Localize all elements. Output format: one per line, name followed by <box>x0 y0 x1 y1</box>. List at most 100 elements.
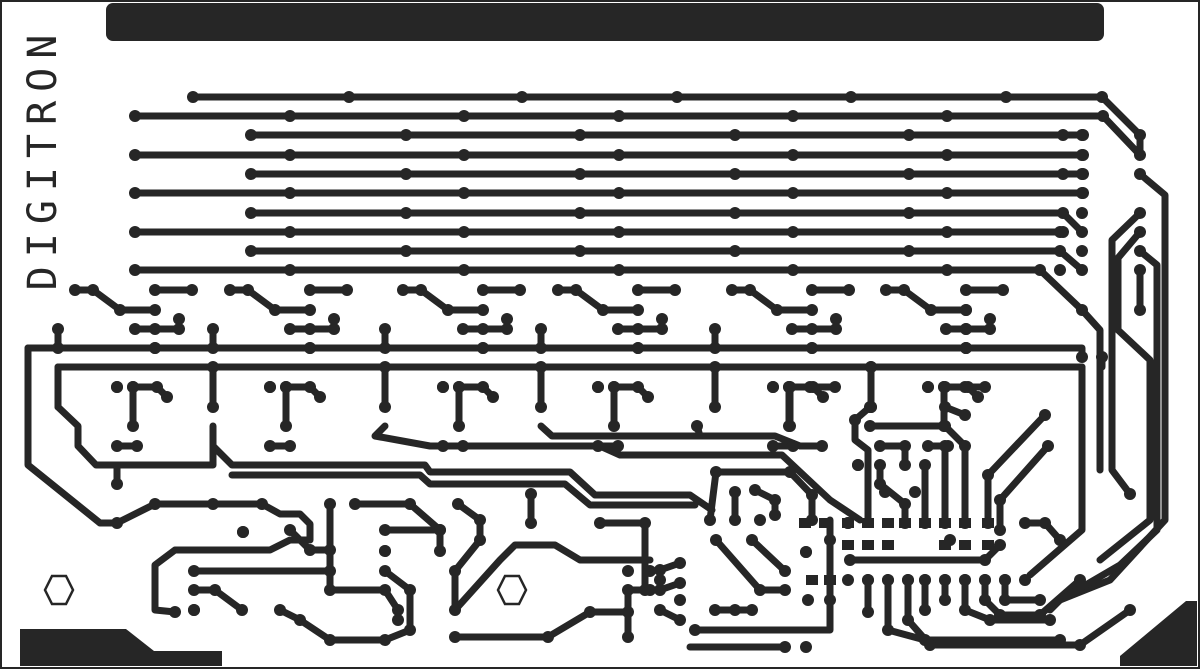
solder-pad <box>328 323 340 335</box>
solder-pad <box>622 606 634 618</box>
solder-pad <box>824 594 836 606</box>
solder-pad <box>879 486 891 498</box>
solder-pad <box>304 342 316 354</box>
solder-pad <box>779 565 791 577</box>
solder-pad <box>726 284 738 296</box>
solder-pad <box>972 391 984 403</box>
solder-pad <box>1076 168 1088 180</box>
solder-pad <box>960 323 972 335</box>
solder-pad <box>864 401 876 413</box>
solder-pad <box>449 631 461 643</box>
solder-pad <box>535 401 547 413</box>
mounting-hole-left <box>43 574 75 606</box>
solder-pad <box>1044 614 1056 626</box>
solder-pad <box>939 574 951 586</box>
board-label: DIGITRON <box>20 25 66 291</box>
solder-pad <box>644 565 656 577</box>
copper-trace <box>961 576 1054 624</box>
solder-pad <box>458 264 470 276</box>
solder-pad <box>535 361 547 373</box>
copper-trace <box>71 286 159 314</box>
solder-pad <box>754 584 766 596</box>
solder-pad <box>245 129 257 141</box>
solder-pad <box>1124 604 1136 616</box>
solder-pad <box>689 624 701 636</box>
copper-trace <box>1078 306 1104 474</box>
solder-pad <box>729 129 741 141</box>
solder-pad <box>304 284 316 296</box>
solder-pad <box>862 574 874 586</box>
solder-pad <box>1034 609 1046 621</box>
solder-pad <box>1054 534 1066 546</box>
solder-pad <box>729 168 741 180</box>
solder-pad <box>709 401 721 413</box>
solder-pad <box>324 498 336 510</box>
copper-trace <box>54 403 217 469</box>
solder-pad <box>1096 91 1108 103</box>
solder-pad <box>800 641 812 653</box>
solder-pad <box>341 284 353 296</box>
solder-pad <box>237 526 249 538</box>
solder-pad <box>173 323 185 335</box>
copper-trace <box>226 286 314 314</box>
solder-pad <box>644 584 656 596</box>
solder-pad <box>608 420 620 432</box>
solder-pad <box>842 517 854 529</box>
copper-trace <box>24 442 159 527</box>
solder-pad <box>209 584 221 596</box>
solder-pad <box>207 401 219 413</box>
copper-trace <box>691 516 834 634</box>
copper-trace <box>1026 363 1086 579</box>
solder-pad <box>729 514 741 526</box>
copper-trace <box>1099 112 1144 159</box>
solder-pad <box>613 187 625 199</box>
solder-pad <box>449 565 461 577</box>
smd-pad <box>982 540 994 550</box>
solder-pad <box>903 245 915 257</box>
solder-pad <box>111 381 123 393</box>
solder-pad <box>642 391 654 403</box>
solder-pad <box>188 565 200 577</box>
solder-pad <box>552 284 564 296</box>
solder-pad <box>1134 264 1146 276</box>
solder-pad <box>880 284 892 296</box>
solder-pad <box>939 401 951 413</box>
solder-pad <box>1134 304 1146 316</box>
solder-pad <box>941 187 953 199</box>
solder-pad <box>903 129 915 141</box>
solder-pad <box>729 207 741 219</box>
solder-pad <box>458 187 470 199</box>
solder-pad <box>612 323 624 335</box>
solder-pad <box>806 284 818 296</box>
solder-pad <box>984 313 996 325</box>
solder-pad <box>925 304 937 316</box>
solder-pad <box>671 91 683 103</box>
solder-pad <box>1124 488 1136 500</box>
solder-pad <box>284 264 296 276</box>
solder-pad <box>994 524 1006 536</box>
solder-pad <box>324 544 336 556</box>
solder-pad <box>729 245 741 257</box>
copper-trace <box>876 461 909 527</box>
solder-pad <box>639 517 651 529</box>
solder-pad <box>830 323 842 335</box>
solder-pad <box>979 574 991 586</box>
solder-pad <box>457 323 469 335</box>
solder-pad <box>632 323 644 335</box>
solder-pad <box>188 584 200 596</box>
solder-pad <box>379 342 391 354</box>
solder-pad <box>654 604 666 616</box>
solder-pad <box>632 381 644 393</box>
solder-pad <box>392 604 404 616</box>
solder-pad <box>994 539 1006 551</box>
solder-pad <box>314 391 326 403</box>
solder-pad <box>284 110 296 122</box>
solder-pad <box>608 381 620 393</box>
solder-pad <box>542 631 554 643</box>
solder-pad <box>779 584 791 596</box>
copper-trace <box>371 422 864 524</box>
smd-pad <box>824 575 836 585</box>
solder-pad <box>1034 264 1046 276</box>
